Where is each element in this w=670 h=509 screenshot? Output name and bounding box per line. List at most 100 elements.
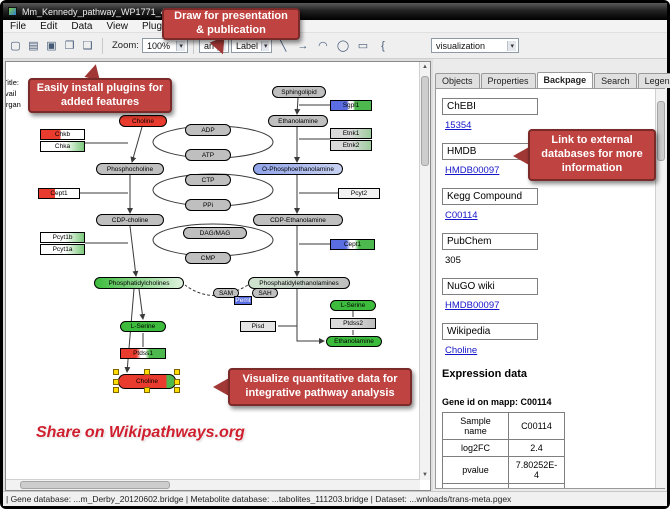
- callout-databases: Link to external databases for more info…: [528, 129, 656, 181]
- scrollbar-thumb[interactable]: [20, 481, 170, 489]
- node-pisd[interactable]: Pisd: [240, 321, 276, 332]
- selection-handle[interactable]: [144, 387, 150, 393]
- node-pcyt2[interactable]: Pcyt2: [338, 188, 380, 199]
- open-file-button[interactable]: ▤: [28, 40, 39, 52]
- node-pcyt1b[interactable]: Pcyt1b: [40, 232, 85, 243]
- oval-tool-button[interactable]: ◯: [336, 40, 350, 52]
- scroll-up-icon[interactable]: ▲: [422, 64, 428, 70]
- node-atp[interactable]: ATP: [185, 149, 231, 161]
- selection-handle[interactable]: [113, 378, 119, 385]
- node-sphingolipid[interactable]: Sphingolipid: [272, 86, 326, 98]
- pathway-edge[interactable]: [294, 97, 301, 115]
- menu-file[interactable]: File: [10, 20, 27, 32]
- node-ptdss2[interactable]: Ptdss2: [330, 318, 376, 329]
- datanode-type-label: an: [203, 40, 214, 51]
- selection-handle[interactable]: [174, 378, 180, 385]
- external-link-chebi[interactable]: 15354: [445, 120, 472, 131]
- node-dag-mag[interactable]: DAG/MAG: [183, 227, 247, 239]
- node-choline-top[interactable]: Choline: [119, 115, 167, 127]
- node-cmp[interactable]: CMP: [185, 252, 231, 264]
- node-phosphocholine[interactable]: Phosphocholine: [96, 163, 164, 175]
- node-ppi[interactable]: PPi: [185, 199, 231, 211]
- node-cept1-right[interactable]: Cept1: [330, 239, 375, 250]
- new-file-button[interactable]: ▢: [10, 40, 21, 52]
- rect-tool-button[interactable]: ▭: [357, 40, 369, 52]
- panel-vertical-scrollbar[interactable]: [655, 89, 666, 488]
- paste-button[interactable]: ❑: [82, 40, 93, 52]
- visualization-combobox[interactable]: visualization ▾: [431, 38, 519, 53]
- tab-properties[interactable]: Properties: [480, 73, 536, 88]
- tab-search[interactable]: Search: [594, 73, 637, 88]
- external-link-nugo-wiki[interactable]: HMDB00097: [445, 300, 500, 311]
- tab-objects[interactable]: Objects: [435, 73, 480, 88]
- zoom-value: 100%: [146, 40, 170, 51]
- scroll-down-icon[interactable]: ▼: [422, 472, 428, 478]
- zoom-combobox[interactable]: 100% ▾: [141, 38, 188, 53]
- pathway-edge[interactable]: [296, 289, 325, 344]
- arrow-tool-button[interactable]: →: [297, 39, 309, 52]
- pathway-info-text: Avail: [6, 89, 17, 98]
- tab-backpage[interactable]: Backpage: [536, 72, 594, 88]
- node-phosphatidylethanolamines[interactable]: Phosphatidylethanolamines: [248, 277, 350, 289]
- scrollbar-thumb[interactable]: [421, 76, 429, 166]
- node-sgpl1[interactable]: Sgpl1: [330, 100, 372, 111]
- pathway-edge[interactable]: [130, 126, 143, 163]
- menu-data[interactable]: Data: [71, 20, 93, 32]
- chevron-down-icon: ▾: [260, 40, 270, 51]
- title-bar[interactable]: Mm_Kennedy_pathway_WP1771_45176.gpml: [3, 3, 667, 20]
- pathway-canvas[interactable]: Title:AvailOrganSphingolipidSgpl1Ethanol…: [6, 62, 420, 480]
- pathway-edge[interactable]: [138, 288, 146, 320]
- menu-view[interactable]: View: [106, 20, 128, 32]
- line-tool-button[interactable]: ╲: [279, 40, 287, 52]
- table-cell: met: [508, 483, 565, 488]
- label-type-dropdown[interactable]: Label▾: [230, 38, 273, 53]
- node-cdp-ethanolamine[interactable]: CDP-Ethanolamine: [253, 214, 343, 226]
- canvas-horizontal-scrollbar[interactable]: [6, 479, 420, 490]
- save-file-button[interactable]: ▣: [46, 40, 57, 52]
- selection-handle[interactable]: [174, 369, 180, 375]
- selection-handle[interactable]: [174, 387, 180, 393]
- node-ethanolamine-bottom[interactable]: Ethanolamine: [326, 336, 382, 347]
- menu-plugins[interactable]: Plugins: [141, 20, 175, 32]
- brace-tool-button[interactable]: {: [381, 39, 385, 52]
- node-ethanolamine-top[interactable]: Ethanolamine: [268, 115, 328, 127]
- node-sah[interactable]: SAH: [252, 288, 278, 298]
- node-pemt[interactable]: Pemt: [234, 296, 252, 305]
- copy-button[interactable]: ❐: [64, 40, 75, 52]
- tab-legend[interactable]: Legend: [637, 73, 670, 88]
- pathway-info-text: Title:: [6, 78, 19, 87]
- selection-handle[interactable]: [113, 369, 119, 375]
- node-l-serine-left[interactable]: L-Serine: [120, 321, 166, 332]
- node-sam[interactable]: SAM: [213, 288, 239, 298]
- node-pcyt1a[interactable]: Pcyt1a: [40, 244, 85, 255]
- arc-tool-button[interactable]: ◠: [318, 40, 328, 52]
- selection-handle[interactable]: [113, 387, 119, 393]
- node-etnk1[interactable]: Etnk1: [330, 128, 372, 139]
- table-cell: 2.4: [508, 439, 565, 457]
- menu-edit[interactable]: Edit: [40, 20, 58, 32]
- callout-pointer: [513, 147, 529, 165]
- scrollbar-thumb[interactable]: [657, 101, 665, 161]
- app-icon: [8, 7, 17, 16]
- external-link-wikipedia[interactable]: Choline: [445, 345, 478, 356]
- node-l-serine-right[interactable]: L-Serine: [330, 300, 376, 311]
- selection-handle[interactable]: [144, 369, 150, 375]
- node-etnk2[interactable]: Etnk2: [330, 140, 372, 151]
- node-adp[interactable]: ADP: [185, 124, 231, 136]
- node-chkb[interactable]: Chkb: [40, 129, 85, 140]
- node-cept1-left[interactable]: Cept1: [38, 188, 80, 199]
- canvas-vertical-scrollbar[interactable]: ▲ ▼: [419, 62, 430, 480]
- node-cdp-choline[interactable]: CDP-choline: [96, 214, 164, 226]
- node-ctp[interactable]: CTP: [185, 174, 231, 186]
- node-phosphatidylcholines[interactable]: Phosphatidylcholines: [94, 277, 184, 289]
- external-link-kegg-compound[interactable]: C00114: [445, 210, 478, 221]
- node-o-phosphoethanolamine[interactable]: O-Phosphoethanolamine: [253, 163, 343, 175]
- external-link-hmdb[interactable]: HMDB00097: [445, 165, 500, 176]
- pathway-edge[interactable]: [129, 225, 139, 277]
- node-chka[interactable]: Chka: [40, 141, 85, 152]
- node-ptdss1[interactable]: Ptdss1: [120, 348, 166, 359]
